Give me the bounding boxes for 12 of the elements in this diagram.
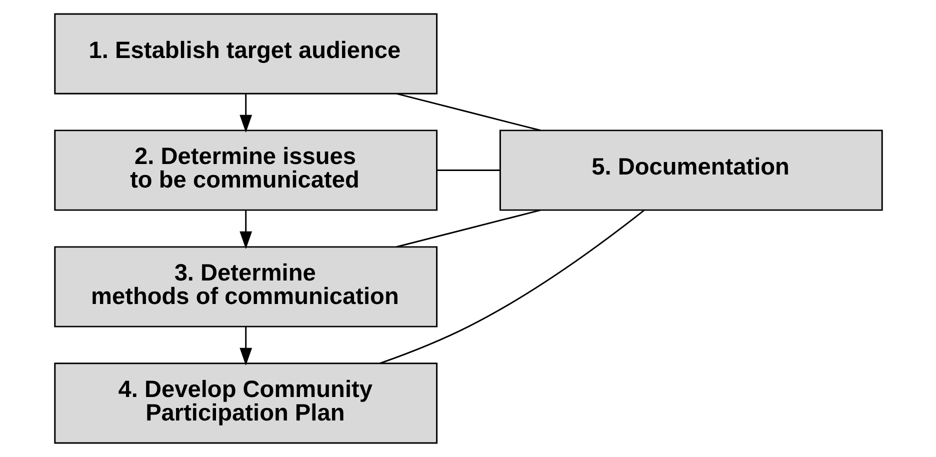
node-box: 5. Documentation [498,130,882,211]
node-box: 4. Develop Community Participation Plan [54,362,438,444]
arrow [239,210,252,250]
connector [436,170,500,171]
connector [396,209,540,248]
arrow [239,94,252,133]
connector [378,210,644,364]
node-box: 2. Determine issues to be communicated [54,130,438,211]
node-box: 1. Establish target audience [54,13,438,94]
arrow [239,326,252,366]
node-box: 3. Determine methods of communication [54,246,438,328]
connector [396,92,540,132]
